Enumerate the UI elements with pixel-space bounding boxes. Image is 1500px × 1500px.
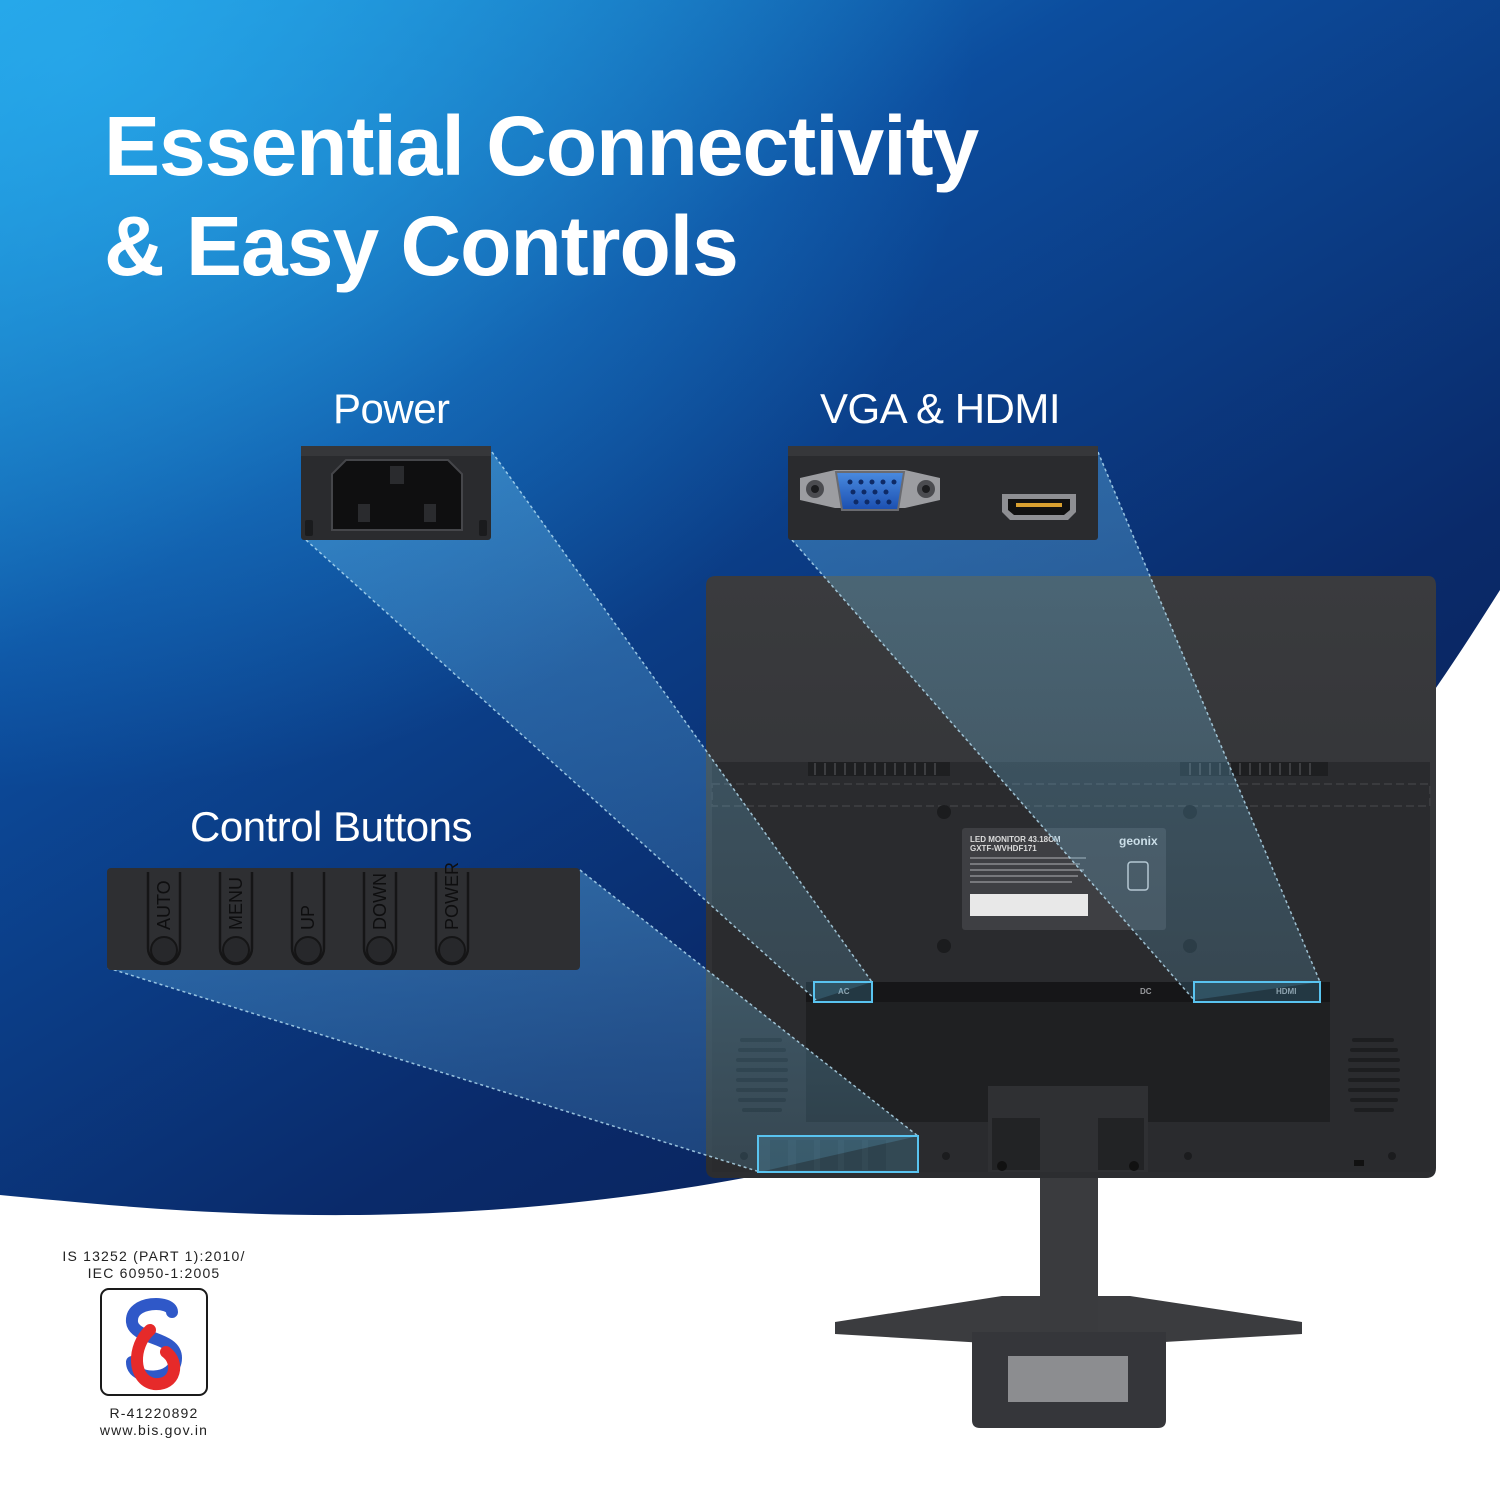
port-label-ac: AC xyxy=(838,987,850,996)
control-button-label: MENU xyxy=(226,877,246,930)
vga-hdmi-label: VGA & HDMI xyxy=(820,385,1061,432)
bis-certification-logo xyxy=(100,1288,208,1396)
control-button-menu: MENU xyxy=(218,872,254,966)
registration-number: R-41220892 xyxy=(109,1405,199,1421)
buttons-highlight xyxy=(757,1135,919,1173)
control-button-label: UP xyxy=(298,905,318,930)
headline-line-1: Essential Connectivity xyxy=(104,99,979,193)
control-button-label: AUTO xyxy=(154,880,174,930)
certification-standard: IS 13252 (PART 1):2010/ IEC 60950-1:2005 xyxy=(54,1248,254,1282)
headline-line-2: & Easy Controls xyxy=(104,199,739,293)
standard-line-2: IEC 60950-1:2005 xyxy=(87,1265,221,1281)
certification-registration: R-41220892 www.bis.gov.in xyxy=(54,1405,254,1439)
button-strip: AUTO MENU UP DOWN POWER xyxy=(146,862,470,966)
port-label-hdmi: HDMI xyxy=(1276,987,1296,996)
hdmi-port-highlight xyxy=(1193,981,1321,1003)
highlight-beams xyxy=(107,451,1321,1173)
power-connector-image xyxy=(301,446,491,540)
control-button-label: POWER xyxy=(442,862,462,930)
control-button-down: DOWN xyxy=(362,872,398,966)
power-label: Power xyxy=(333,385,450,432)
port-label-dc: DC xyxy=(1140,987,1152,996)
control-buttons-label: Control Buttons xyxy=(190,803,473,850)
control-button-up: UP xyxy=(290,872,326,966)
rating-label-model: GXTF-WVHDF171 xyxy=(970,844,1037,853)
control-button-power: POWER xyxy=(434,862,470,966)
control-buttons-image: AUTO MENU UP DOWN POWER xyxy=(107,862,580,970)
rating-label-title: LED MONITOR 43.18CM xyxy=(970,835,1061,844)
control-button-label: DOWN xyxy=(370,873,390,930)
standard-line-1: IS 13252 (PART 1):2010/ xyxy=(62,1248,246,1264)
control-button-auto: AUTO xyxy=(146,872,182,966)
vga-hdmi-ports-image xyxy=(788,446,1098,540)
bis-website: www.bis.gov.in xyxy=(99,1422,209,1438)
headline: Essential Connectivity & Easy Controls xyxy=(104,96,979,296)
ac-port-highlight xyxy=(813,981,873,1003)
